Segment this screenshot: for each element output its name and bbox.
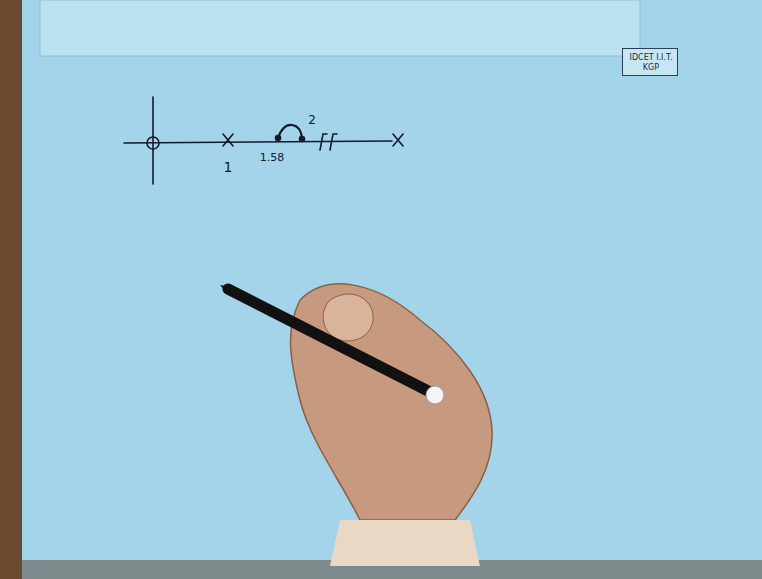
thumb bbox=[323, 294, 373, 341]
pen bbox=[228, 289, 432, 393]
logo-box: IDCET I.I.T. KGP bbox=[622, 48, 678, 76]
locus-arc bbox=[278, 125, 302, 139]
logo-text: IDCET I.I.T. KGP bbox=[628, 53, 674, 73]
root-locus-sketch bbox=[124, 97, 403, 184]
hand-with-pen bbox=[220, 284, 492, 566]
left-edge bbox=[0, 0, 22, 579]
sleeve bbox=[330, 520, 480, 566]
hand bbox=[291, 284, 493, 520]
break-marks bbox=[320, 134, 337, 150]
axis-value: 1.58 bbox=[260, 152, 285, 163]
pole-cross bbox=[223, 134, 233, 146]
pole-cross bbox=[393, 134, 403, 146]
zero-circle bbox=[147, 137, 159, 149]
pen-tip bbox=[220, 285, 232, 294]
paper-sheet bbox=[22, 0, 762, 566]
axis-value: 1 bbox=[224, 160, 233, 174]
pen-cap bbox=[426, 386, 444, 404]
top-sheet bbox=[40, 0, 640, 56]
axis-value: 2 bbox=[308, 114, 316, 126]
imaginary-axis bbox=[152, 97, 154, 184]
real-axis bbox=[124, 141, 392, 143]
